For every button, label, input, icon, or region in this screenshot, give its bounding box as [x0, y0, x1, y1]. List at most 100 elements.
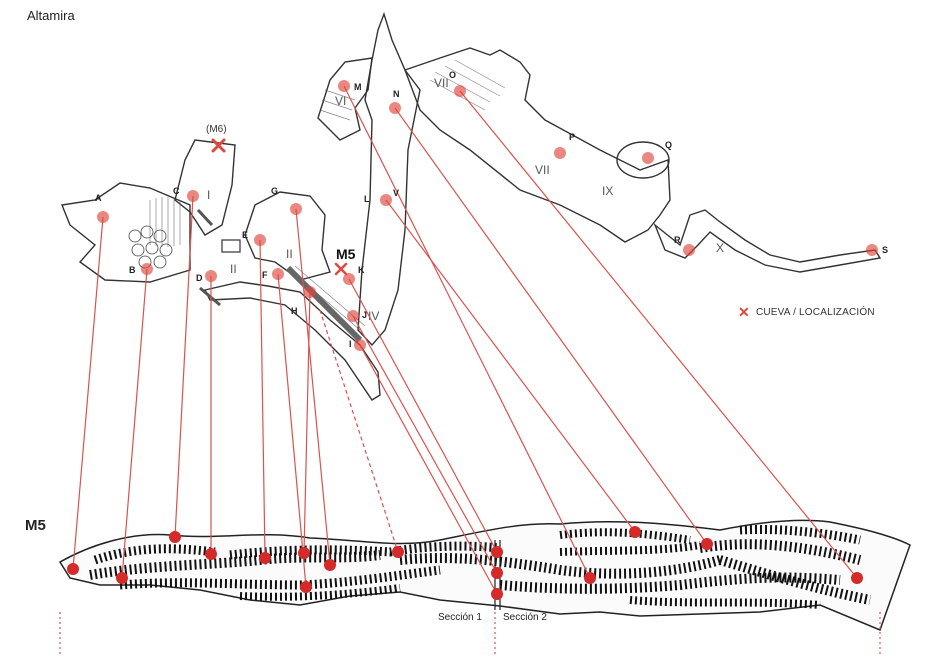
m5-x-icon	[334, 262, 348, 276]
plan-chamber-vii-ix	[404, 47, 671, 243]
label-d: D	[196, 273, 203, 283]
point-labels: A B C D E F G H I J K L M N O P Q R S V	[95, 70, 888, 349]
plan-gallery-ii	[244, 191, 331, 281]
zone-iv: IV	[368, 309, 379, 323]
connector-e	[259, 239, 266, 559]
point-i	[354, 339, 366, 351]
label-r: R	[674, 235, 681, 245]
red-x-icon: ✕	[738, 304, 750, 320]
plan-west-chamber	[61, 182, 191, 283]
plan-passage-x	[653, 209, 882, 273]
point-q	[642, 152, 654, 164]
plan-chamber-vi	[317, 57, 373, 141]
zone-vii-b: VII	[535, 163, 550, 177]
point-e	[254, 234, 266, 246]
section-point	[67, 563, 79, 575]
label-m: M	[354, 82, 362, 92]
connector-j	[352, 315, 498, 574]
label-c: C	[173, 186, 180, 196]
section-point	[324, 559, 336, 571]
point-g	[290, 203, 302, 215]
label-h: H	[291, 306, 298, 316]
connector-c	[174, 195, 194, 538]
section-point	[392, 546, 404, 558]
section-profile	[58, 519, 911, 631]
point-s	[866, 244, 878, 256]
section-marker-lines	[59, 612, 881, 655]
point-d	[205, 270, 217, 282]
zone-ii-b: II	[286, 247, 293, 261]
point-j	[347, 310, 359, 322]
section-point	[629, 526, 641, 538]
thick-bar	[285, 265, 363, 343]
section-point	[491, 546, 503, 558]
section-point	[169, 531, 181, 543]
label-l: L	[364, 194, 370, 204]
zone-i: I	[207, 188, 210, 202]
connector-lines	[72, 85, 858, 595]
zone-vii-a: VII	[434, 76, 449, 90]
section-point	[205, 548, 217, 560]
zone-ii-a: II	[230, 262, 237, 276]
zone-numerals: I II II IV VI VII VII IX X	[207, 76, 724, 323]
boulder-cluster	[128, 225, 173, 269]
sign-box	[221, 239, 241, 253]
section-points	[67, 526, 863, 600]
connector-i	[359, 344, 498, 595]
label-o: O	[449, 70, 456, 80]
label-g: G	[271, 186, 278, 196]
label-n: N	[393, 89, 400, 99]
connector-n	[394, 107, 708, 545]
section-point	[116, 572, 128, 584]
plan-chamber-q	[616, 141, 670, 179]
label-p: P	[569, 132, 575, 142]
bar-c	[196, 208, 214, 227]
point-o	[454, 85, 466, 97]
plan-points	[97, 80, 878, 351]
point-a	[97, 211, 109, 223]
plan-central-corridor	[357, 11, 421, 347]
connector-o	[459, 90, 858, 579]
section-point	[491, 567, 503, 579]
connector-b	[121, 268, 148, 579]
label-s: S	[882, 245, 888, 255]
legend-text: CUEVA / LOCALIZACIÓN	[755, 307, 875, 319]
section-point	[584, 572, 596, 584]
label-a: A	[95, 193, 102, 203]
m6-x-icon	[211, 138, 226, 153]
plan-lower-passage	[203, 281, 381, 401]
connector-m	[343, 85, 591, 579]
section-outline	[58, 519, 911, 631]
label-v: V	[393, 188, 399, 198]
m6-label: (M6)	[206, 124, 227, 135]
label-i: I	[349, 339, 352, 349]
point-h	[304, 286, 316, 298]
section-point	[851, 572, 863, 584]
connector-f	[277, 273, 307, 588]
point-n	[389, 102, 401, 114]
section-point	[491, 588, 503, 600]
section-point	[701, 538, 713, 550]
point-l-v	[380, 194, 392, 206]
point-k	[343, 273, 355, 285]
label-q: Q	[665, 140, 672, 150]
cave-marker-label: M5	[336, 246, 356, 262]
connector-a	[72, 216, 104, 570]
label-e: E	[242, 230, 248, 240]
legend: ✕ CUEVA / LOCALIZACIÓN	[738, 304, 875, 321]
section-point	[298, 547, 310, 559]
point-r	[683, 244, 695, 256]
section-point	[300, 581, 312, 593]
connector-k	[348, 278, 498, 553]
label-b: B	[129, 265, 136, 275]
bar-d	[199, 286, 221, 307]
point-p	[554, 147, 566, 159]
connector-g	[295, 208, 331, 566]
point-m	[338, 80, 350, 92]
plan-m6-chamber	[174, 139, 236, 236]
page-title: Altamira	[27, 8, 75, 23]
point-c	[187, 190, 199, 202]
label-f: F	[262, 270, 268, 280]
